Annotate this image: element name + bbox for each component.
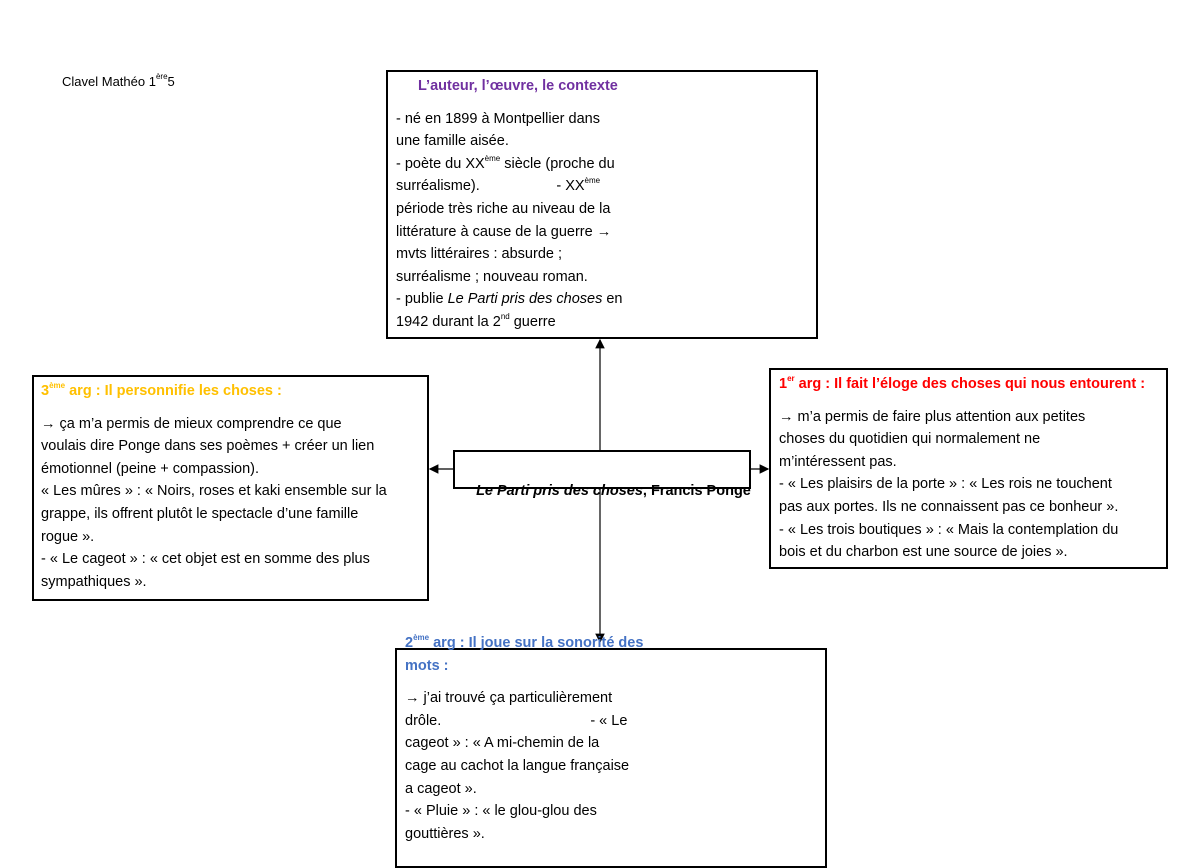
text-segment: pas aux portes. Ils ne connaissent pas c… [779,498,1119,515]
text-line: rogue ». [41,526,387,549]
text-segment: choses du quotidien qui normalement ne [779,431,1041,448]
text-segment: L’auteur, l’œuvre, le contexte [418,78,618,94]
text-segment: arg : Il personnifie les choses : [65,383,282,399]
author-name: Clavel Mathéo 1ère5 [62,72,175,90]
text-segment: ème [584,176,601,186]
text-line: sympathiques ». [41,571,387,594]
text-line: surréalisme ; nouveau roman. [396,266,623,289]
text-line: période très riche au niveau de la [396,198,623,221]
text-line: a cageot ». [405,778,643,801]
text-line: - poète du XXème siècle (proche du [396,153,623,176]
text-segment: - « Le cageot » : « cet objet est en som… [41,551,370,568]
text-line: grappe, ils offrent plutôt le spectacle … [41,503,387,526]
text-segment: en [602,291,623,308]
text-segment: drôle. - « Le [405,712,628,729]
text-segment: guerre [509,313,556,330]
text-line: surréalisme). - XXème [396,175,623,198]
text-segment: - « Les plaisirs de la porte » : « Les r… [779,476,1112,493]
text-segment: a cageot ». [405,780,477,797]
text-line: émotionnel (peine + compassion). [41,458,387,481]
box-heading: 3ème arg : Il personnifie les choses : [41,380,387,403]
text-line: une famille aisée. [396,130,623,153]
text-line: voulais dire Ponge dans ses poèmes + cré… [41,435,387,458]
text-line: cageot » : « A mi-chemin de la [405,732,643,755]
arg3-box [32,375,429,601]
text-segment: mots : [405,657,449,674]
text-segment: - poète du XX [396,155,485,172]
text-segment: surréalisme ; nouveau roman. [396,268,588,285]
text-line: drôle. - « Le [405,710,643,733]
text-segment: bois et du charbon est une source de joi… [779,544,1068,561]
text-segment: - publie [396,291,448,308]
text-segment: cage au cachot la langue française [405,757,630,774]
text-segment: ème [413,633,430,642]
text-segment: arg : Il fait l’éloge des choses qui nou… [794,376,1146,392]
text-line: → j’ai trouvé ça particulièrement [405,687,643,710]
text-line: - né en 1899 à Montpellier dans [396,108,623,131]
connector-arrows [428,338,770,644]
text-segment: → ça m’a permis de mieux comprendre ce q… [41,415,342,432]
text-segment: siècle (proche du [500,155,615,172]
text-segment: Le Parti pris des choses [447,291,603,308]
text-segment: émotionnel (peine + compassion). [41,460,260,477]
text-line: bois et du charbon est une source de joi… [779,541,1145,564]
text-line: → m’a permis de faire plus attention aux… [779,406,1145,429]
center-box [453,450,751,489]
text-segment: - « Pluie » : « le glou-glou des [405,803,597,820]
text-segment: ème [484,153,501,163]
text-line: littérature à cause de la guerre → [396,221,623,244]
text-segment: - né en 1899 à Montpellier dans [396,110,600,127]
text-segment: nd [500,311,510,321]
text-line: « Les mûres » : « Noirs, roses et kaki e… [41,480,387,503]
text-segment: 1942 durant la 2 [396,313,501,330]
text-line: → ça m’a permis de mieux comprendre ce q… [41,413,387,436]
arg2-text: 2ème arg : Il joue sur la sonorité des mo… [405,632,643,845]
text-segment: → j’ai trouvé ça particulièrement [405,690,613,707]
text-segment: grappe, ils offrent plutôt le spectacle … [41,505,359,522]
text-line: mvts littéraires : absurde ; [396,243,623,266]
arg1-text: 1er arg : Il fait l’éloge des choses qui… [779,373,1145,564]
text-segment: mvts littéraires : absurde ; [396,246,562,263]
text-segment: 3 [41,383,50,399]
text-segment: cageot » : « A mi-chemin de la [405,735,600,752]
text-line: - publie Le Parti pris des choses en [396,288,623,311]
text-segment: voulais dire Ponge dans ses poèmes + cré… [41,438,375,455]
center-title: Le Parti pris des choses, Francis Ponge [476,482,751,499]
text-segment: littérature à cause de la guerre → [396,223,616,240]
text-segment: sympathiques ». [41,573,147,590]
text-segment: « Les mûres » : « Noirs, roses et kaki e… [41,483,387,500]
text-line: - « Le cageot » : « cet objet est en som… [41,548,387,571]
text-segment: er [787,374,795,383]
text-line: pas aux portes. Ils ne connaissent pas c… [779,496,1145,519]
text-line: - « Les trois boutiques » : « Mais la co… [779,519,1145,542]
arg3-text: 3ème arg : Il personnifie les choses : → … [41,380,387,593]
text-line: gouttières ». [405,823,643,846]
box-heading: 1er arg : Il fait l’éloge des choses qui… [779,373,1145,396]
text-segment: une famille aisée. [396,133,509,150]
text-segment: surréalisme). - XX [396,178,585,195]
arg1-box [769,368,1168,569]
arg2-box [395,648,827,868]
text-line: - « Pluie » : « le glou-glou des [405,800,643,823]
text-line: choses du quotidien qui normalement ne [779,428,1145,451]
text-segment: → m’a permis de faire plus attention aux… [779,408,1086,425]
box-heading: mots : [405,655,643,678]
text-segment: m’intéressent pas. [779,453,897,470]
text-segment: 1 [779,376,788,392]
text-line: m’intéressent pas. [779,451,1145,474]
text-line: - « Les plaisirs de la porte » : « Les r… [779,473,1145,496]
text-line: cage au cachot la langue française [405,755,643,778]
text-segment: rogue ». [41,528,95,545]
context-box [386,70,818,339]
text-line: 1942 durant la 2nd guerre [396,311,623,334]
context-text: L’auteur, l’œuvre, le contexte - né en 18… [396,75,623,334]
text-segment: 2 [405,635,414,651]
text-segment: arg : Il joue sur la sonorité des [429,635,644,651]
text-segment: ème [49,381,66,390]
text-segment: gouttières ». [405,825,485,842]
box-heading: L’auteur, l’œuvre, le contexte [396,75,623,98]
text-segment: - « Les trois boutiques » : « Mais la co… [779,521,1119,538]
text-segment: période très riche au niveau de la [396,200,611,217]
box-heading: 2ème arg : Il joue sur la sonorité des [405,632,643,655]
